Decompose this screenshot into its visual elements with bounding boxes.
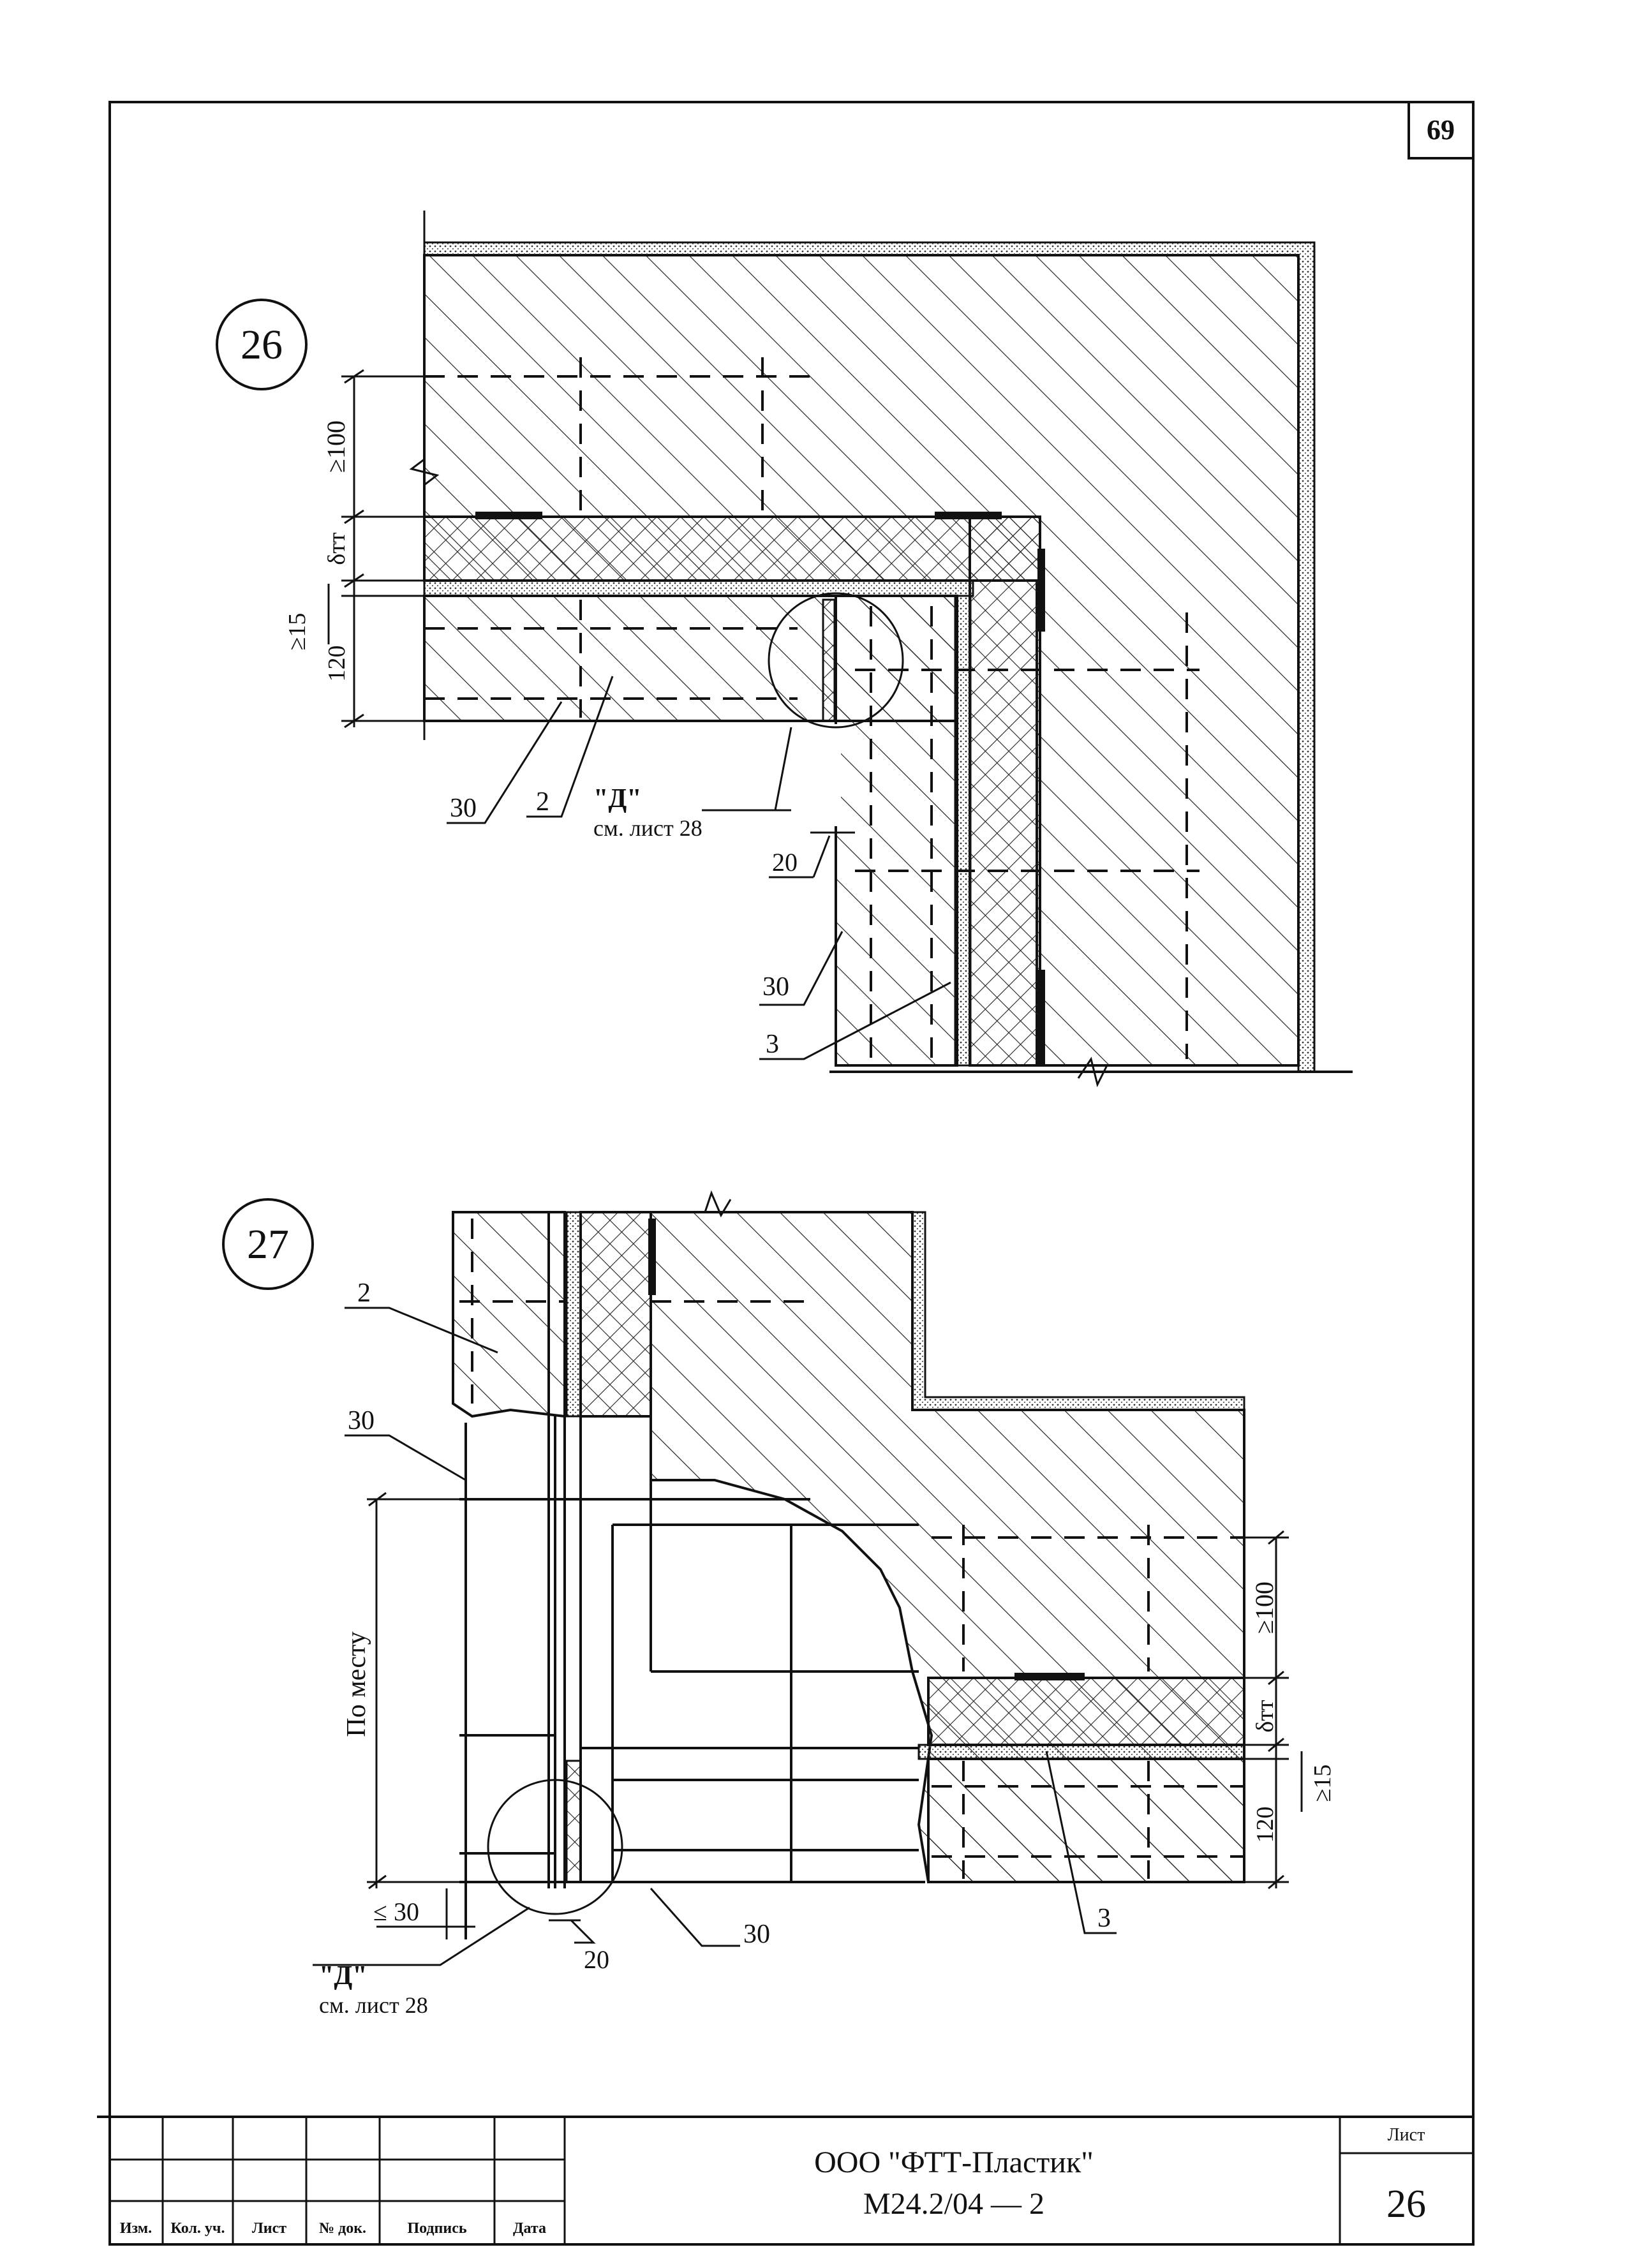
page-number: 69 <box>1427 114 1455 145</box>
rebar-dashed <box>459 1219 1244 1879</box>
insulation-horizontal <box>423 515 1041 582</box>
leader <box>812 835 831 878</box>
adhesive-layer-horizontal <box>423 579 974 597</box>
insulation-horizontal <box>927 1677 1245 1746</box>
leaders <box>313 1307 1117 1966</box>
pos-30-right: 30 <box>762 972 789 1002</box>
dimension-lines <box>327 369 424 729</box>
dim-min15-right: ≥15 <box>1309 1765 1336 1802</box>
dim-insulation-right: δтт <box>1252 1700 1279 1733</box>
callout-ref: см. лист 28 <box>319 1992 428 2018</box>
dimension-lines <box>1244 1530 1303 1890</box>
insulation-vertical <box>969 515 1041 1067</box>
company-name: ООО "ФТТ-Пластик" <box>814 2146 1094 2179</box>
detail-27-marker <box>222 1198 314 1290</box>
callout-d-circle <box>487 1779 623 1915</box>
sheet-number: 26 <box>1386 2183 1426 2226</box>
detail-27-number: 27 <box>247 1221 289 1268</box>
stamp-col-sheet: Лист <box>252 2220 286 2237</box>
leaders <box>447 676 951 1060</box>
dim-insulation: δтт <box>323 532 350 565</box>
rebar-dashed <box>424 357 1200 1059</box>
pos-30-top: 30 <box>348 1406 375 1435</box>
stamp-col-signature: Подпись <box>407 2220 466 2237</box>
adhesive-layer-vertical <box>565 1211 582 1418</box>
stamp-grid <box>110 2117 1473 2244</box>
dim-min15: ≥15 <box>284 613 311 651</box>
joint-seal <box>565 1760 582 1883</box>
callout-d-label: "Д" <box>593 784 642 813</box>
break-line <box>1077 1056 1108 1088</box>
dim-on-site: По месту <box>342 1631 371 1737</box>
dim-top-right: ≥100 <box>1250 1582 1279 1634</box>
pos-30-left: 30 <box>450 794 477 823</box>
title-block: Изм. Кол. уч. Лист № док. Подпись Дата О… <box>97 2116 1473 2244</box>
dim-max30: ≤ 30 <box>373 1897 419 1926</box>
stamp-col-change: Изм. <box>120 2220 152 2237</box>
panel-vertical <box>452 1211 566 1418</box>
callout-ref: см. лист 28 <box>593 815 702 841</box>
dim-gap: 20 <box>772 848 798 877</box>
joint-seal <box>822 598 836 722</box>
detail-26: 26 <box>216 211 1353 1088</box>
sheet-frame <box>108 101 1475 2246</box>
detail-26-number: 26 <box>241 322 283 368</box>
pos-2: 2 <box>357 1279 371 1308</box>
break-line <box>409 211 440 740</box>
detail-26-marker <box>216 299 308 390</box>
dim-slab-right: 120 <box>1252 1807 1279 1843</box>
rebar-solid <box>459 1212 925 1939</box>
stamp-col-date: Дата <box>513 2220 546 2237</box>
stamp-col-count: Кол. уч. <box>171 2220 225 2237</box>
document-code: М24.2/04 — 2 <box>863 2187 1044 2221</box>
insulation-vertical <box>579 1211 652 1418</box>
pos-3: 3 <box>1097 1904 1111 1933</box>
pos-3: 3 <box>766 1030 779 1059</box>
break-line <box>704 1190 732 1218</box>
corner-gap <box>835 724 841 826</box>
stamp-col-doc: № док. <box>319 2220 366 2237</box>
panel-vertical <box>835 595 958 1067</box>
panel-horizontal <box>927 1758 1245 1883</box>
pos-2: 2 <box>536 787 549 817</box>
page-number-box <box>1408 101 1475 159</box>
dim-gap: 20 <box>584 1945 609 1974</box>
outer-plaster-layer <box>911 1211 1245 1411</box>
dimension-lines <box>367 1492 581 1939</box>
adhesive-layer-horizontal <box>918 1744 1245 1760</box>
dim-slab: 120 <box>323 646 350 682</box>
sheet-label: Лист <box>1388 2125 1425 2145</box>
dim-top: ≥100 <box>322 420 350 473</box>
callout-d-label: "Д" <box>319 1961 368 1990</box>
detail-27: 27 <box>222 1190 1336 2018</box>
pos-30-bottom: 30 <box>743 1920 770 1949</box>
callout-d-circle <box>768 592 904 729</box>
